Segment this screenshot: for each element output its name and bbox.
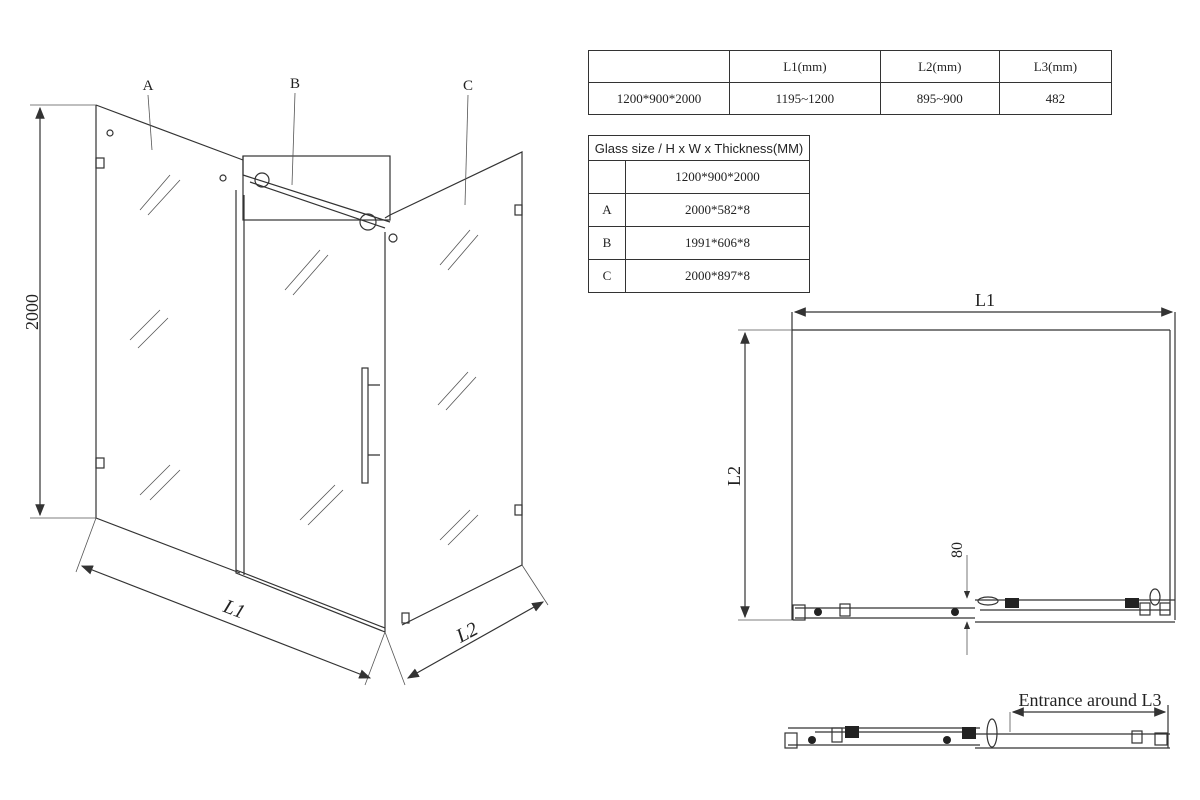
header-cell: L3(mm): [998, 50, 1113, 83]
panel-cell: C: [588, 259, 626, 293]
glass-size-table: Glass size / H x W x Thickness(MM) 1200*…: [588, 135, 810, 293]
label-panel-c: C: [463, 78, 473, 94]
panel-c: [384, 151, 523, 626]
dimensions-table: L1(mm) L2(mm) L3(mm) 1200*900*2000 1195~…: [588, 50, 1113, 115]
open-view: Entrance around L3: [784, 690, 1170, 749]
offset-80-label: 80: [949, 542, 966, 558]
plan-l1-label: L1: [975, 290, 995, 310]
table-cell: 1200*900*2000: [588, 82, 730, 115]
table-cell: 1200*900*2000: [625, 160, 810, 194]
iso-l2-label: L2: [452, 618, 482, 648]
table-cell: 2000*897*8: [625, 259, 810, 293]
entrance-label: Entrance around L3: [1019, 690, 1162, 710]
plan-view: L1 L2 80: [724, 290, 1176, 655]
table-row: 1200*900*2000 1195~1200 895~900 482: [588, 82, 1113, 115]
iso-view: A B C 2000 L1 L2: [22, 76, 549, 686]
panel-cell: B: [588, 226, 626, 260]
plan-l2-label: L2: [724, 466, 744, 486]
table-row: 1200*900*2000: [588, 160, 810, 194]
empty-cell: [588, 160, 626, 194]
l2-dimension: L2: [384, 564, 549, 686]
panel-b-door: [235, 155, 398, 633]
l1-dimension: L1: [75, 517, 386, 686]
bottom-track: [792, 588, 1175, 623]
label-panel-b: B: [290, 76, 300, 92]
table-cell: 482: [998, 82, 1113, 115]
label-panel-a: A: [143, 78, 154, 94]
glass-table-title: Glass size / H x W x Thickness(MM): [588, 135, 810, 161]
iso-l1-label: L1: [219, 595, 248, 623]
table-cell: 895~900: [879, 82, 1000, 115]
panel-a: [95, 104, 244, 574]
height-dimension: 2000: [22, 104, 96, 519]
table-cell: 1991*606*8: [625, 226, 810, 260]
height-label: 2000: [22, 294, 42, 330]
